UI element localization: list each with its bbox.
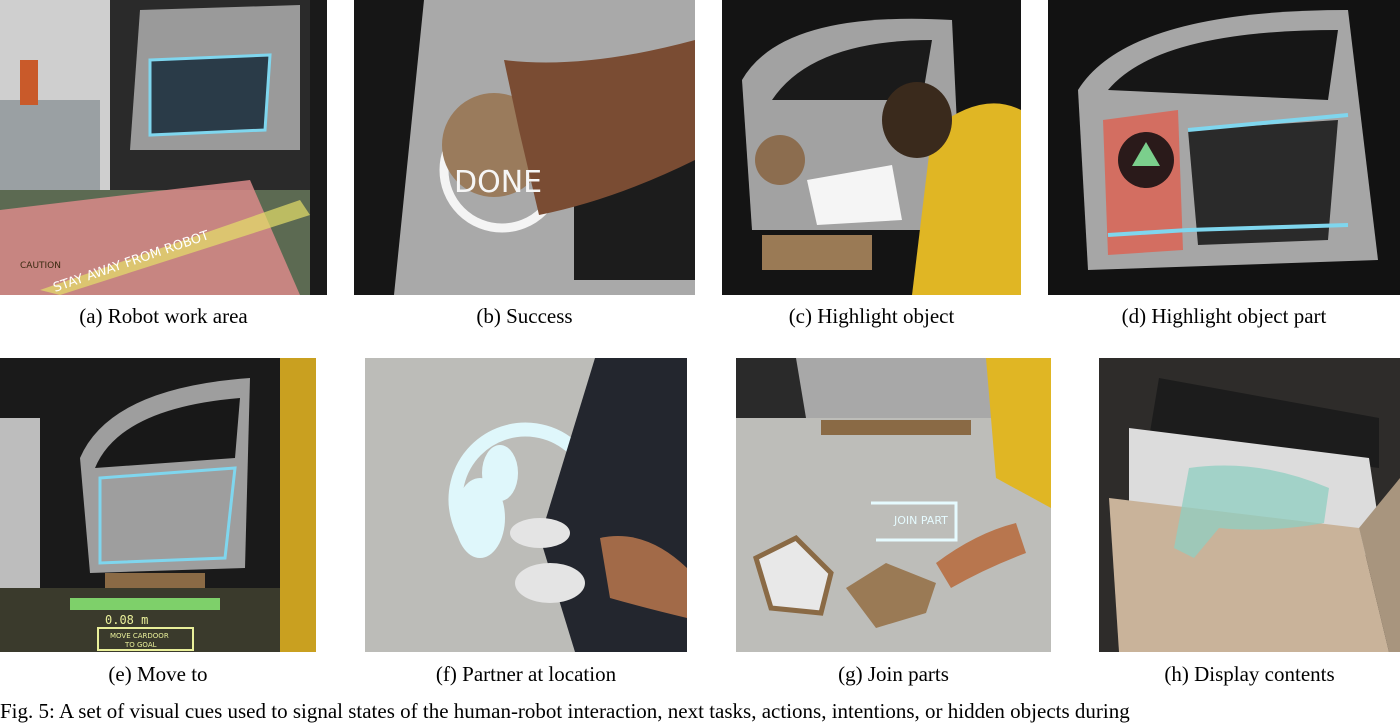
photo-join-parts: JOIN PART — [736, 358, 1051, 652]
caption-h: (h) Display contents — [1164, 662, 1335, 686]
caption-a: (a) Robot work area — [79, 304, 248, 328]
photo-move-to: 0.08 m MOVE CARDOOR TO GOAL — [0, 358, 316, 652]
photo-success: DONE — [354, 0, 695, 295]
move-cardoor-label: MOVE CARDOOR — [110, 632, 169, 640]
caption-g: (g) Join parts — [838, 662, 949, 686]
photo-highlight-object — [722, 0, 1021, 295]
photo-partner-at-location — [365, 358, 687, 652]
caption-b: (b) Success — [476, 304, 573, 328]
photo-robot-work-area: CAUTION STAY AWAY FROM ROBOT — [0, 0, 327, 295]
figure-caption: Fig. 5: A set of visual cues used to sig… — [0, 699, 1130, 723]
caption-f: (f) Partner at location — [435, 662, 617, 686]
to-goal-label: TO GOAL — [124, 641, 157, 649]
distance-label: 0.08 m — [105, 613, 148, 627]
caption-e: (e) Move to — [108, 662, 208, 686]
join-part-label: JOIN PART — [893, 514, 948, 527]
caption-c: (c) Highlight object — [788, 304, 955, 328]
photo-highlight-object-part — [1048, 0, 1400, 295]
caption-d: (d) Highlight object part — [1121, 304, 1327, 328]
done-label: DONE — [454, 165, 542, 200]
photo-display-contents — [1099, 358, 1400, 652]
caution-label: CAUTION — [20, 261, 61, 271]
